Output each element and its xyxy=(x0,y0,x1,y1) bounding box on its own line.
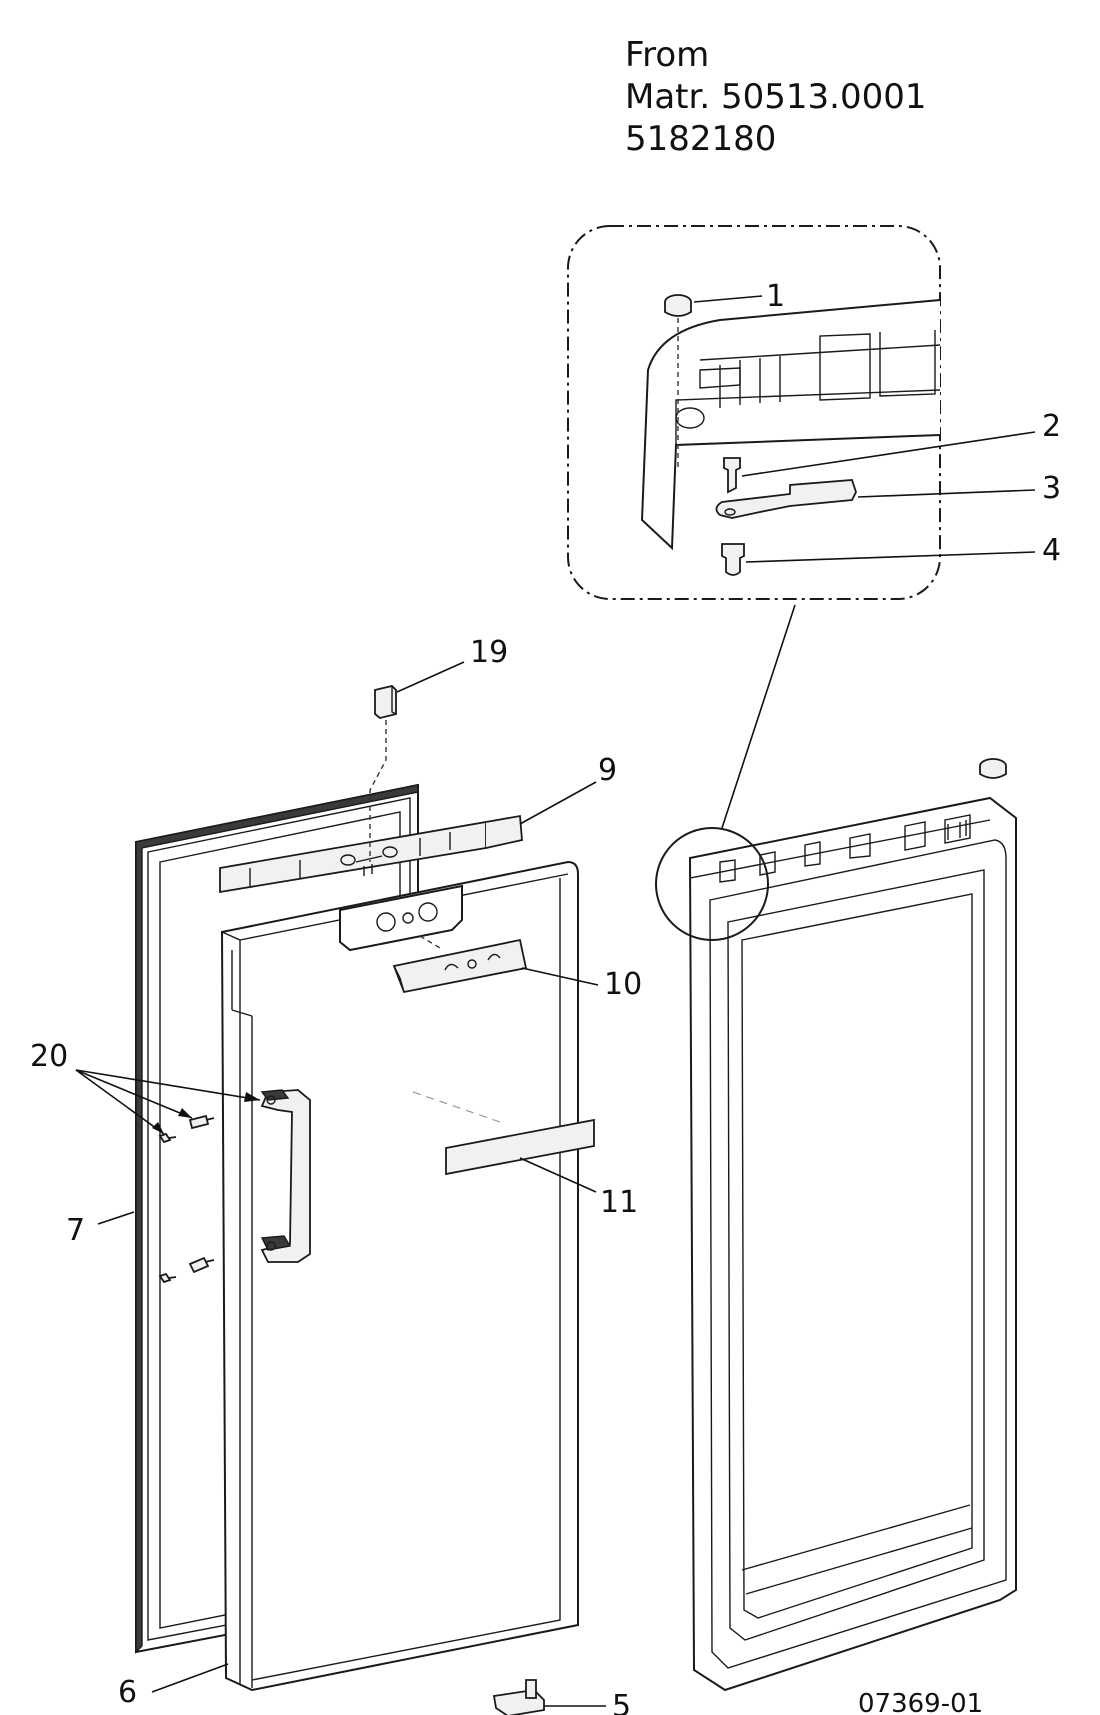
detail-door-corner xyxy=(640,299,941,551)
bottom-hinge-part-5 xyxy=(492,1679,545,1715)
cover-part-10 xyxy=(392,938,528,994)
callout-20: 20 xyxy=(30,1039,68,1074)
callout-9: 9 xyxy=(598,753,617,788)
detail-view: 1 2 3 4 xyxy=(567,225,1061,600)
detail-part-3-hinge-plate xyxy=(715,479,857,519)
callout-4: 4 xyxy=(1042,533,1061,568)
header-note-line1: From xyxy=(625,35,710,75)
callout-19: 19 xyxy=(470,635,508,670)
detail-part-2-screw xyxy=(723,457,741,494)
part-19 xyxy=(369,685,397,862)
hinge-bar-9 xyxy=(219,814,523,894)
callout-5: 5 xyxy=(612,1689,631,1715)
label-strip-11 xyxy=(412,1091,595,1176)
callout-2: 2 xyxy=(1042,409,1061,444)
door-panel xyxy=(220,860,579,1692)
detail-part-4-bushing xyxy=(721,543,745,576)
callout-3: 3 xyxy=(1042,471,1061,506)
header-note-line3: 5182180 xyxy=(625,119,777,159)
callout-11: 11 xyxy=(600,1185,638,1220)
cabinet-frame xyxy=(655,758,1017,1692)
callout-10: 10 xyxy=(604,967,642,1002)
drawing-code: 07369-01 xyxy=(858,1689,983,1715)
callout-7: 7 xyxy=(66,1213,85,1248)
door-handle xyxy=(260,1089,311,1263)
callout-1: 1 xyxy=(766,279,785,314)
header-note: From Matr. 50513.0001 5182180 xyxy=(625,34,926,160)
magnifier-circle xyxy=(655,827,769,941)
detail-connector xyxy=(721,604,796,829)
callout-6: 6 xyxy=(118,1675,137,1710)
callout-20-arrows xyxy=(75,1069,261,1135)
screws-part-20 xyxy=(158,1114,215,1284)
header-note-line2: Matr. 50513.0001 xyxy=(625,77,927,117)
